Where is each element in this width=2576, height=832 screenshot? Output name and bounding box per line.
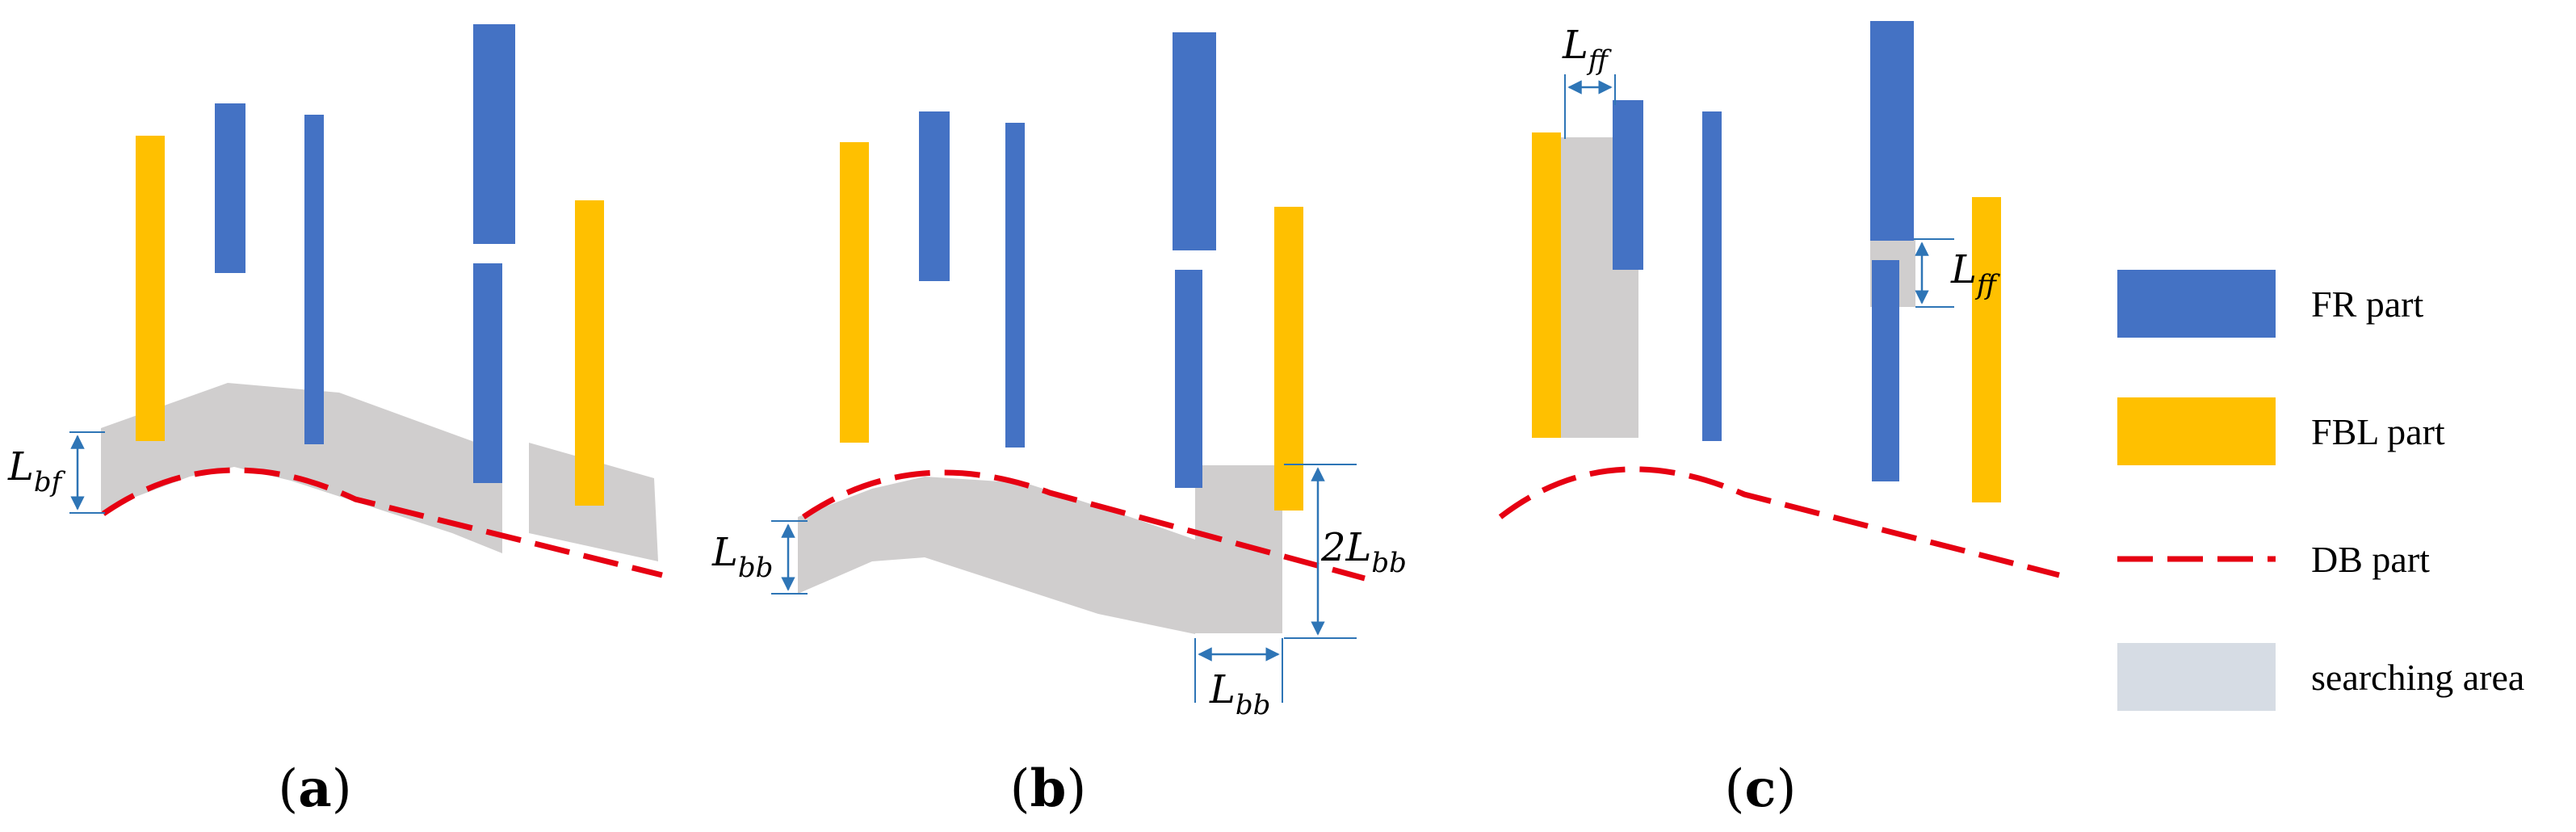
legend-item-searching-area: searching area bbox=[2117, 643, 2524, 711]
fr-bar bbox=[1613, 100, 1643, 270]
fr-bar bbox=[1702, 111, 1722, 441]
dim-label-main: 2L bbox=[1320, 525, 1371, 570]
fr-bar bbox=[473, 263, 502, 483]
svg-text:Lff: Lff bbox=[1950, 247, 2000, 301]
fr-bar bbox=[304, 115, 324, 444]
legend-label: FBL part bbox=[2311, 411, 2445, 452]
svg-text:2Lbb: 2Lbb bbox=[1320, 525, 1407, 579]
dimension-l-bf: Lbf bbox=[7, 431, 105, 514]
dimension-l-bb-left: Lbb bbox=[711, 520, 808, 595]
fr-swatch-icon bbox=[2117, 270, 2276, 338]
fbl-bar bbox=[575, 200, 604, 506]
panel-a: Lbf (a) bbox=[7, 24, 663, 819]
db-curve-c bbox=[1498, 466, 2060, 578]
search-area-b bbox=[798, 465, 1282, 634]
fr-bar bbox=[1175, 270, 1202, 488]
panel-label-b: (b) bbox=[1010, 758, 1087, 819]
fr-bar bbox=[1005, 123, 1025, 448]
dim-label-main: L bbox=[1562, 23, 1588, 68]
fr-bar bbox=[215, 103, 245, 273]
dim-label-sub: bb bbox=[1371, 547, 1407, 579]
fr-bar bbox=[473, 24, 515, 244]
legend-item-db: DB part bbox=[2117, 539, 2430, 580]
dim-label-main: L bbox=[711, 530, 738, 575]
fr-bar bbox=[1872, 260, 1899, 481]
dim-label-main: L bbox=[7, 444, 34, 490]
dimension-l-ff-top: Lff bbox=[1562, 23, 1616, 139]
panel-label-c: (c) bbox=[1725, 758, 1797, 819]
fr-bar bbox=[919, 111, 950, 281]
legend-label: DB part bbox=[2311, 539, 2430, 580]
fbl-swatch-icon bbox=[2117, 397, 2276, 465]
fbl-bar bbox=[136, 136, 165, 441]
dim-label-sub: ff bbox=[1974, 269, 2000, 301]
fbl-bar bbox=[1274, 207, 1303, 511]
legend-item-fbl: FBL part bbox=[2117, 397, 2445, 465]
dim-label-sub: bf bbox=[34, 466, 66, 498]
fr-bar bbox=[1173, 32, 1216, 250]
dimension-2l-bb-right: 2Lbb bbox=[1284, 464, 1407, 639]
fbl-bar bbox=[1532, 132, 1561, 438]
svg-text:Lbb: Lbb bbox=[711, 530, 773, 584]
fbl-bar bbox=[1972, 197, 2001, 502]
searching-area-swatch-icon bbox=[2117, 643, 2276, 711]
legend-label: searching area bbox=[2311, 657, 2524, 698]
dim-label-sub: bb bbox=[738, 552, 774, 584]
panel-c: Lff Lff (c) bbox=[1498, 21, 2060, 819]
dim-label-sub: bb bbox=[1236, 689, 1271, 721]
dim-label-main: L bbox=[1950, 247, 1977, 292]
legend: FR part FBL part DB part searching area bbox=[2117, 270, 2524, 711]
svg-text:Lff: Lff bbox=[1562, 23, 1612, 77]
legend-item-fr: FR part bbox=[2117, 270, 2424, 338]
panel-label-a: (a) bbox=[278, 758, 351, 819]
svg-text:Lbb: Lbb bbox=[1209, 667, 1270, 721]
dim-label-main: L bbox=[1209, 667, 1236, 712]
svg-text:Lbf: Lbf bbox=[7, 444, 66, 498]
fr-bar bbox=[1870, 21, 1914, 241]
fbl-bar bbox=[840, 142, 869, 443]
panel-b: Lbb 2Lbb Lbb (b) bbox=[711, 32, 1407, 819]
dim-label-sub: ff bbox=[1586, 44, 1612, 77]
db-curve-b bbox=[802, 469, 1366, 582]
dimension-l-bb-bottom: Lbb bbox=[1194, 638, 1283, 721]
dimension-l-ff-right: Lff bbox=[1914, 238, 2000, 308]
legend-label: FR part bbox=[2311, 284, 2424, 325]
